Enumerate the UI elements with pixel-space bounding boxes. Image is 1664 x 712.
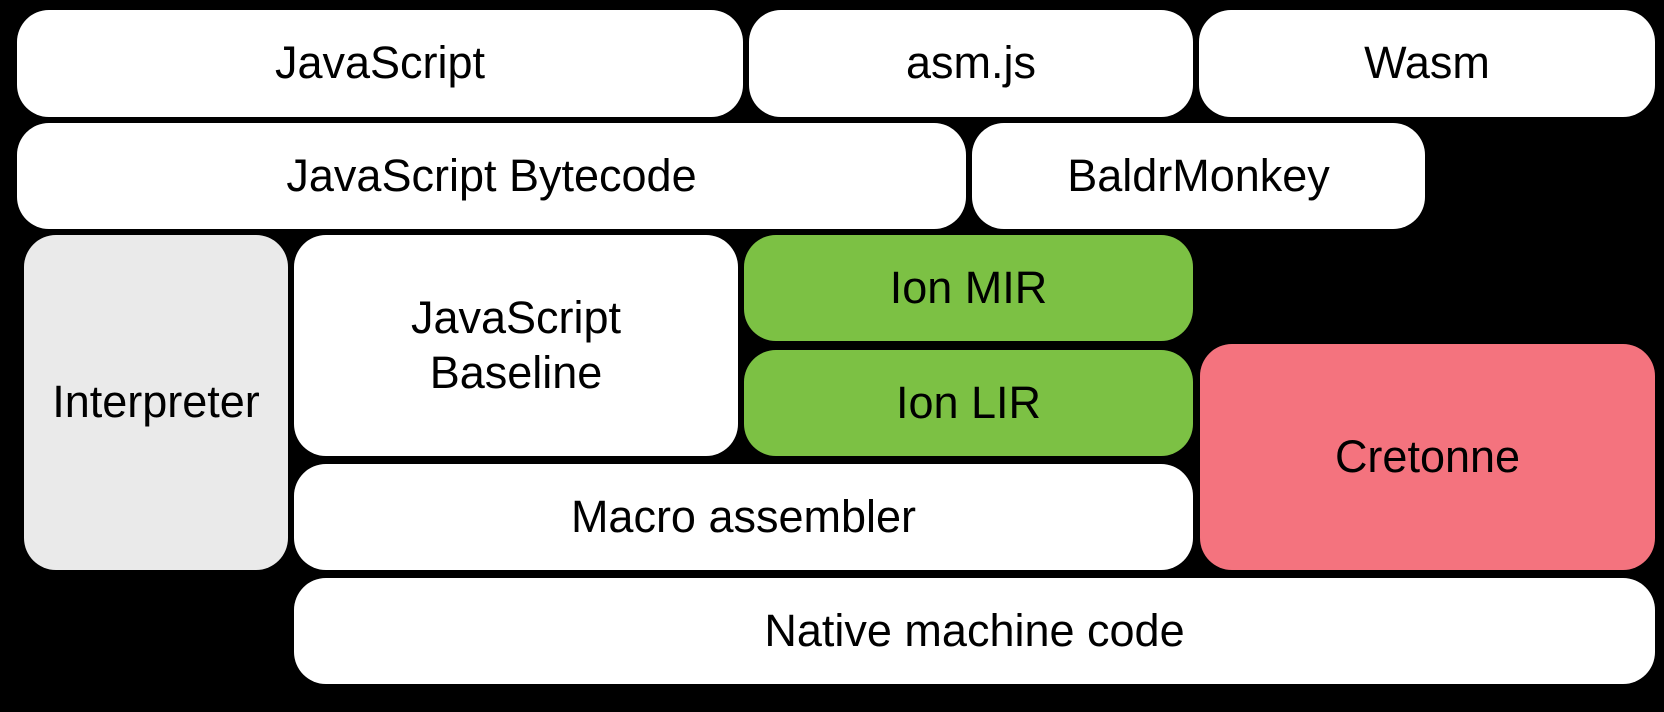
box-javascript-bytecode: JavaScript Bytecode <box>17 123 966 229</box>
box-javascript: JavaScript <box>17 10 743 117</box>
box-javascript-baseline: JavaScript Baseline <box>294 235 738 456</box>
box-wasm: Wasm <box>1199 10 1655 117</box>
box-ion-mir: Ion MIR <box>744 235 1193 341</box>
box-ion-lir: Ion LIR <box>744 350 1193 456</box>
box-macro-assembler: Macro assembler <box>294 464 1193 570</box>
box-interpreter: Interpreter <box>24 235 288 570</box>
box-asmjs: asm.js <box>749 10 1193 117</box>
box-cretonne: Cretonne <box>1200 344 1655 570</box>
box-native-machine-code: Native machine code <box>294 578 1655 684</box>
box-baldrmonkey: BaldrMonkey <box>972 123 1425 229</box>
